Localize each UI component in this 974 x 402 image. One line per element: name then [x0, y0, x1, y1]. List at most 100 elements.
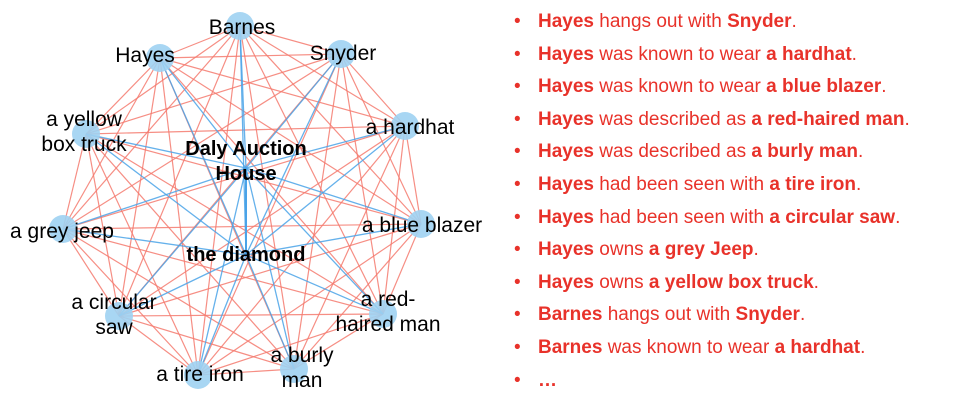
bullet-icon: • — [514, 206, 521, 228]
fact-entity: a burly man — [751, 141, 859, 163]
label-red_haired: a red-haired man — [335, 288, 440, 336]
edge-diamond-blue_blazer — [245, 223, 422, 256]
node-snyder — [327, 40, 355, 68]
label-hardhat: a hardhat — [366, 116, 455, 139]
bullet-icon: • — [514, 43, 521, 65]
label-hayes: Hayes — [115, 44, 175, 67]
fact-item: •Hayes owns a grey Jeep. — [508, 234, 970, 267]
bullet-icon: • — [514, 336, 521, 358]
edge-snyder-hayes — [159, 53, 342, 59]
label-barnes: Barnes — [209, 16, 276, 39]
edge-blue_blazer-tire_iron — [197, 223, 422, 376]
node-hayes — [146, 44, 174, 72]
fact-entity: Snyder — [727, 11, 792, 32]
fact-text: . — [881, 76, 887, 98]
edge-barnes-hayes — [159, 25, 241, 59]
fact-item: •Hayes hangs out with Snyder. — [508, 6, 970, 39]
fact-item: •Hayes was known to wear a hardhat. — [508, 39, 970, 72]
fact-text: was known to wear — [602, 336, 775, 358]
edge-snyder-red_haired — [340, 53, 384, 315]
fact-item: •Hayes was described as a burly man. — [508, 136, 970, 169]
edge-burly-yellow_truck — [85, 133, 295, 370]
fact-text: was described as — [594, 108, 752, 130]
node-grey_jeep — [49, 215, 77, 243]
fact-text: had been seen with — [594, 206, 770, 228]
fact-entity: … — [538, 369, 557, 391]
edge-auction-circular_saw — [118, 167, 247, 317]
edge-snyder-tire_iron — [197, 53, 342, 376]
edge-auction-burly — [245, 167, 295, 370]
edge-snyder-yellow_truck — [85, 53, 342, 135]
fact-text: was known to wear — [594, 43, 767, 65]
edge-barnes-grey_jeep — [62, 25, 241, 230]
fact-entity: Barnes — [538, 336, 603, 358]
fact-text: . — [860, 336, 866, 358]
edge-diamond-burly — [245, 254, 295, 370]
node-blue_blazer — [407, 210, 435, 238]
fact-item: • Hayes was described as a red-haired man… — [508, 104, 970, 137]
edge-circular_saw-hayes — [118, 57, 161, 317]
fact-item: •Barnes was known to wear a hardhat. — [508, 332, 970, 365]
edge-hardhat-red_haired — [382, 125, 406, 315]
fact-entity: Hayes — [538, 141, 594, 163]
edge-burly-tire_iron — [197, 368, 295, 376]
node-tire_iron — [184, 361, 212, 389]
label-snyder: Snyder — [310, 42, 377, 65]
node-red_haired — [369, 300, 397, 328]
edge-snyder-grey_jeep — [62, 53, 342, 230]
edge-barnes-tire_iron — [197, 25, 241, 376]
fact-text: . — [753, 239, 759, 261]
fact-list: •Hayes hangs out with Snyder.•Hayes was … — [508, 6, 970, 397]
edge-auction-grey_jeep — [62, 167, 247, 230]
fact-entity: Hayes — [538, 108, 594, 130]
edge-tire_iron-yellow_truck — [85, 133, 199, 376]
fact-text: . — [904, 108, 910, 130]
fact-text: owns — [594, 239, 649, 261]
edge-red_haired-tire_iron — [197, 313, 384, 376]
label-grey_jeep: a grey jeep — [10, 220, 114, 243]
graph-nodes — [49, 12, 435, 389]
edge-red_haired-grey_jeep — [62, 228, 384, 315]
fact-entity: a red-haired man — [751, 108, 905, 130]
edge-tire_iron-hayes — [159, 57, 199, 376]
edge-burly-grey_jeep — [62, 228, 295, 370]
edge-diamond-hardhat — [245, 125, 406, 256]
fact-item: •Hayes was known to wear a blue blazer. — [508, 71, 970, 104]
fact-entity: Barnes — [538, 304, 603, 326]
fact-text: owns — [594, 271, 649, 293]
fact-text: . — [858, 141, 864, 163]
node-hardhat — [391, 112, 419, 140]
fact-text: . — [855, 173, 862, 195]
label-tire_iron: a tire iron — [156, 363, 244, 386]
edge-tire_iron-circular_saw — [118, 315, 199, 376]
edge-diamond-hayes — [159, 57, 247, 256]
edge-auction-snyder — [245, 53, 342, 169]
edge-hardhat-grey_jeep — [62, 125, 406, 230]
fact-entity: Hayes — [538, 206, 594, 228]
edge-diamond-red_haired — [245, 254, 384, 315]
edge-yellow_truck-hayes — [85, 57, 161, 135]
edge-red_haired-yellow_truck — [85, 133, 384, 315]
fact-entity: Hayes — [538, 43, 594, 65]
edge-red_haired-burly — [293, 313, 384, 370]
bullet-icon: • — [514, 11, 521, 32]
node-barnes — [226, 12, 254, 40]
edge-diamond-yellow_truck — [85, 133, 247, 256]
label-blue_blazer: a blue blazer — [362, 214, 482, 237]
fact-text: . — [895, 206, 901, 228]
fact-entity: a grey Jeep — [648, 239, 754, 261]
edge-blue_blazer-grey_jeep — [62, 223, 422, 230]
bullet-icon: • — [514, 173, 521, 195]
fact-entity: Hayes — [538, 173, 594, 195]
fact-text: was described as — [594, 141, 752, 163]
label-diamond: the diamond — [187, 244, 306, 266]
fact-entity: Snyder — [735, 304, 800, 326]
bullet-icon: • — [514, 108, 521, 130]
node-burly — [280, 355, 308, 383]
edge-blue_blazer-burly — [293, 223, 422, 370]
edge-snyder-hardhat — [340, 53, 406, 127]
